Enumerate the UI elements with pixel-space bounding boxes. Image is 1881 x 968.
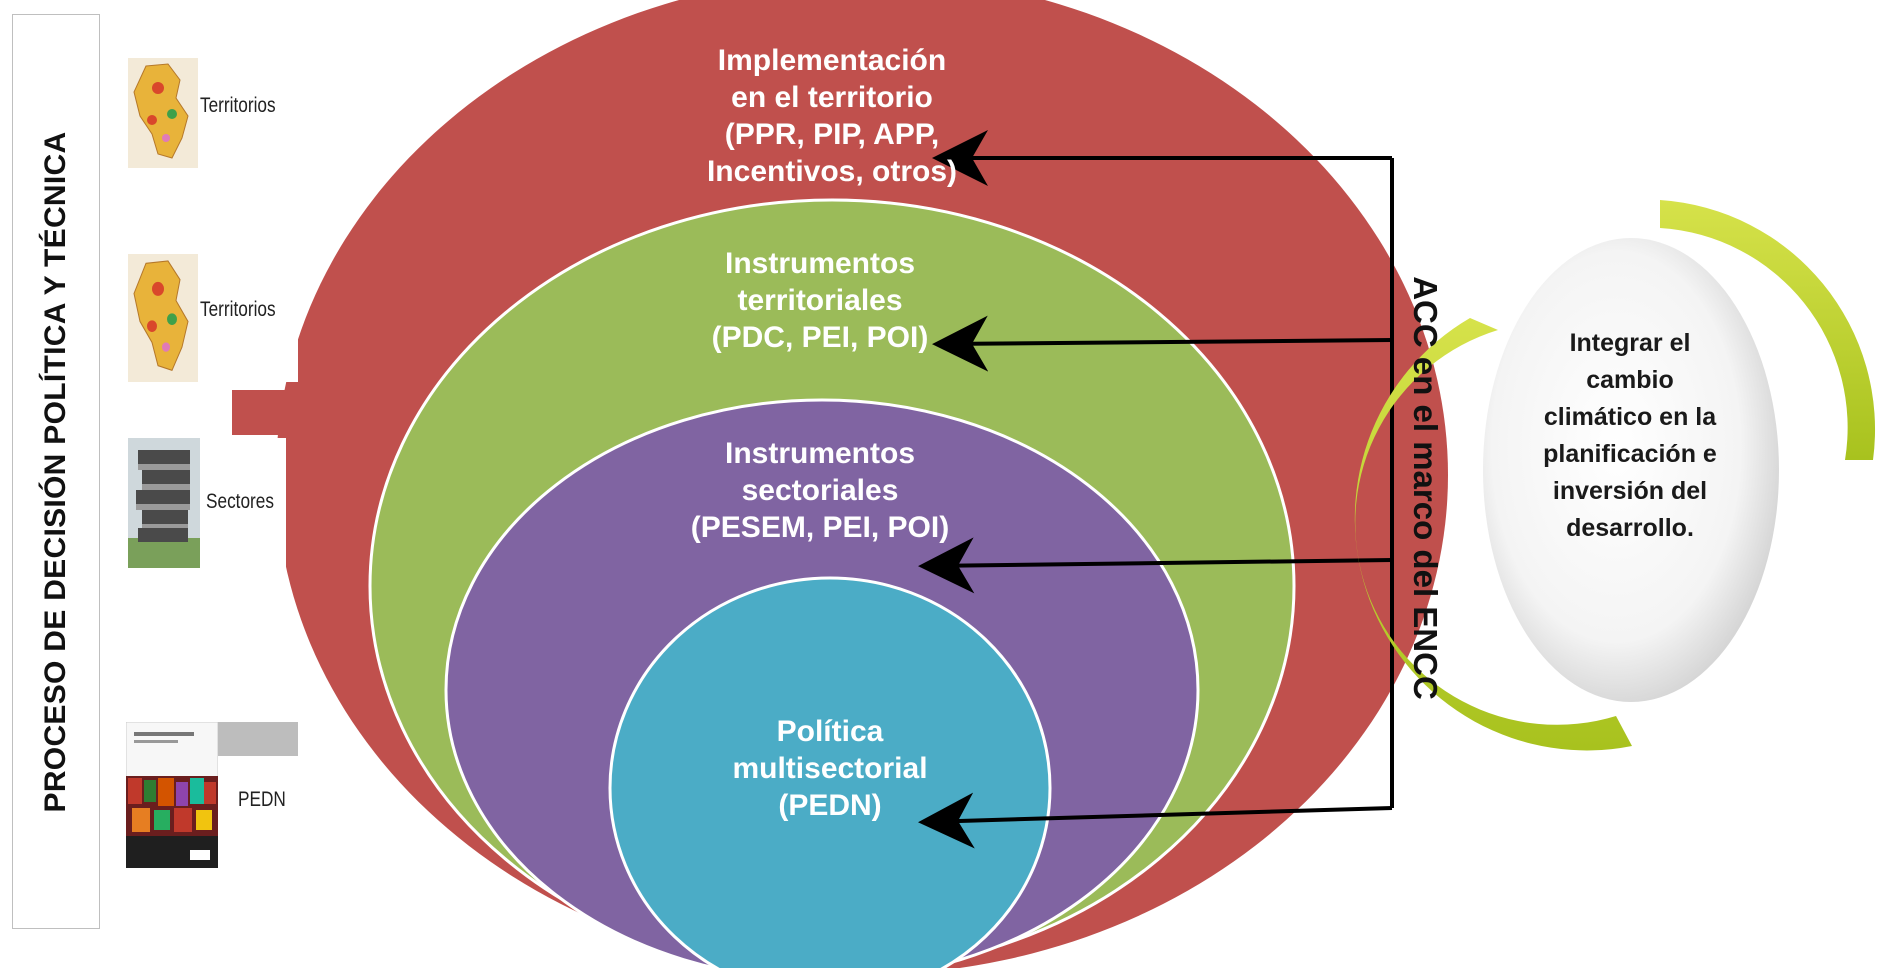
building-photo-icon (128, 438, 200, 568)
goal-line: Integrar el (1569, 329, 1691, 357)
thumb-territorios-2: Territorios (128, 254, 298, 382)
ring-outer-line: (PPR, PIP, APP, (724, 118, 940, 151)
thumb-label: Sectores (206, 490, 274, 513)
ring-inner-line: Política (776, 715, 884, 748)
ring-outer-line: Incentivos, otros) (706, 155, 958, 188)
ring-second-text: Instrumentos territoriales (PDC, PEI, PO… (660, 245, 980, 356)
thumb-label: PEDN (238, 788, 286, 811)
connector-lines (918, 130, 1394, 849)
ring-outer-line: en el territorio (731, 81, 933, 114)
process-title: PROCESO DE DECISIÓN POLÍTICA Y TÉCNICA (39, 131, 72, 813)
ring-inner-text: Política multisectorial (PEDN) (660, 713, 1000, 824)
ring-third-text: Instrumentos sectoriales (PESEM, PEI, PO… (640, 435, 1000, 546)
ring-second-line: (PDC, PEI, POI) (711, 321, 929, 354)
goal-text: Integrar el cambio climático en la plani… (1535, 325, 1725, 547)
encc-label: ACC en el marco del ENCC (1407, 276, 1444, 700)
peru-map-icon (128, 58, 198, 168)
process-title-box (12, 14, 100, 929)
thumb-label: Territorios (200, 298, 276, 321)
cover-tab (218, 722, 298, 756)
goal-line: inversión del (1552, 477, 1708, 505)
thumb-pedn: PEDN (126, 722, 298, 868)
ring-third-line: sectoriales (741, 474, 899, 507)
goal-line: desarrollo. (1566, 514, 1694, 542)
document-cover-icon (126, 722, 218, 868)
goal-line: cambio (1586, 366, 1674, 394)
goal-badge (1354, 200, 1876, 751)
ring-third-line: Instrumentos (724, 437, 916, 470)
ring-outer-text: Implementación en el territorio (PPR, PI… (672, 42, 992, 190)
ring-inner-line: (PEDN) (778, 789, 882, 822)
ring-inner-line: multisectorial (732, 752, 928, 785)
peru-map-icon (128, 254, 198, 382)
ring-third-line: (PESEM, PEI, POI) (690, 511, 950, 544)
goal-line: climático en la (1543, 403, 1717, 431)
ring-second-line: territoriales (737, 284, 903, 317)
thumb-label: Territorios (200, 94, 276, 117)
ring-outer-tab (232, 390, 312, 435)
thumb-sectores: Sectores (128, 438, 286, 568)
thumb-territorios-1: Territorios (128, 58, 296, 168)
ring-outer-line: Implementación (717, 44, 947, 77)
ring-inner (608, 576, 1052, 968)
ring-second-line: Instrumentos (724, 247, 916, 280)
goal-line: planificación e (1543, 440, 1717, 468)
